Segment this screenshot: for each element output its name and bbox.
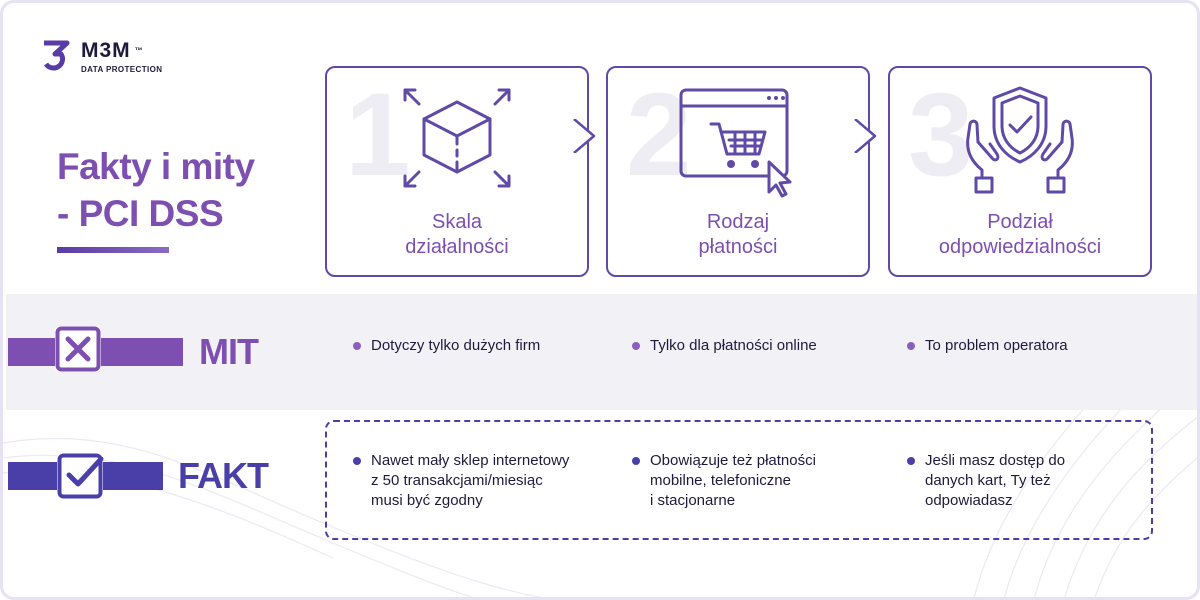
mit-item: To problem operatora: [907, 336, 1068, 356]
fakt-item: Obowiązuje też płatności mobilne, telefo…: [632, 451, 816, 511]
bullet-dot: [632, 342, 640, 350]
chevron-right-icon: [854, 119, 877, 153]
checkbox-icon: [57, 453, 104, 499]
card-label: Rodzaj płatności: [698, 211, 778, 258]
title-line-2: - PCI DSS: [57, 193, 224, 234]
cube-expand-icon: [403, 88, 511, 188]
mit-item: Tylko dla płatności online: [632, 336, 817, 356]
card-skala: 1 Skala działalności: [325, 66, 596, 277]
bullet-dot: [907, 342, 915, 350]
mit-band: [6, 294, 1197, 410]
fakt-item: Jeśli masz dostęp do danych kart, Ty też…: [907, 451, 1065, 511]
card-label: Skala działalności: [405, 211, 509, 258]
mit-item: Dotyczy tylko dużych firm: [353, 336, 540, 356]
m3m-logo-icon: [43, 40, 70, 71]
fakt-dashed-box: [325, 420, 1153, 540]
page-title: Fakty i mity - PCI DSS: [57, 143, 317, 237]
shopping-cart-browser-icon: [679, 88, 792, 198]
fakt-heading: FAKT: [178, 455, 269, 496]
bullet-dot: [353, 457, 361, 465]
logo-subtitle: DATA PROTECTION: [81, 65, 163, 74]
card-number: 1: [345, 69, 411, 201]
bullet-dot: [632, 457, 640, 465]
chevron-right-icon: [573, 119, 596, 153]
x-box-icon: [55, 326, 101, 372]
card-number: 3: [908, 69, 974, 201]
bullet-dot: [353, 342, 361, 350]
bullet-dot: [907, 457, 915, 465]
title-line-1: Fakty i mity: [57, 146, 255, 187]
card-podzial: 3 Podział odpowiedzialności: [888, 66, 1152, 277]
mit-heading: MIT: [199, 331, 259, 372]
title-underline: [57, 247, 169, 253]
shield-hands-icon: [966, 86, 1074, 194]
card-rodzaj: 2 Rodzaj płatności: [606, 66, 877, 277]
card-label: Podział odpowiedzialności: [938, 211, 1102, 258]
fakt-item: Nawet mały sklep internetowy z 50 transa…: [353, 451, 569, 511]
